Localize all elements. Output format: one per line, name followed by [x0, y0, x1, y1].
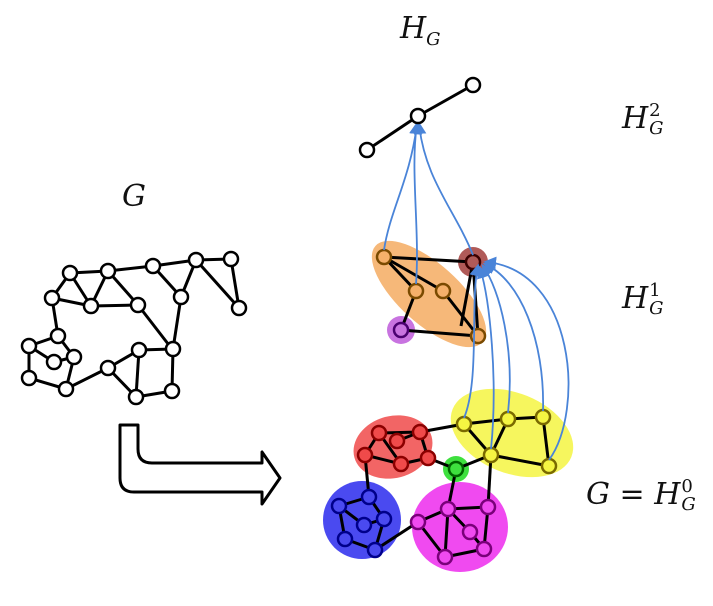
label-hg2-sup: 2	[649, 100, 661, 121]
left-graph-edges	[27, 257, 241, 399]
label-hg-top: HG	[400, 11, 441, 49]
label-hg0-sub: G	[681, 494, 696, 515]
label-hg0-lhs: G =	[586, 477, 655, 512]
label-hg1-sub: G	[649, 298, 664, 319]
cluster-magenta	[412, 482, 508, 572]
label-hg2-main: H	[622, 101, 649, 136]
arrows-h0-h1	[463, 256, 570, 461]
label-hg2-sub: G	[649, 118, 664, 139]
h2-nodes	[358, 76, 482, 159]
label-g-left-main: G	[122, 179, 146, 214]
hollow-arrow	[118, 423, 282, 506]
label-hg0-sup: 0	[681, 476, 693, 497]
label-hg-top-sub: G	[426, 29, 441, 50]
label-hg1-main: H	[622, 281, 649, 316]
label-hg1-sup: 1	[649, 280, 661, 301]
arrows-h1-h2	[383, 121, 474, 285]
h2-edges	[366, 83, 474, 152]
label-hg-top-main: H	[400, 11, 427, 46]
label-g-left: G	[122, 182, 146, 212]
label-hg0-main: H	[654, 477, 681, 512]
left-graph-nodes	[20, 250, 248, 406]
h0-nodes	[330, 408, 558, 566]
